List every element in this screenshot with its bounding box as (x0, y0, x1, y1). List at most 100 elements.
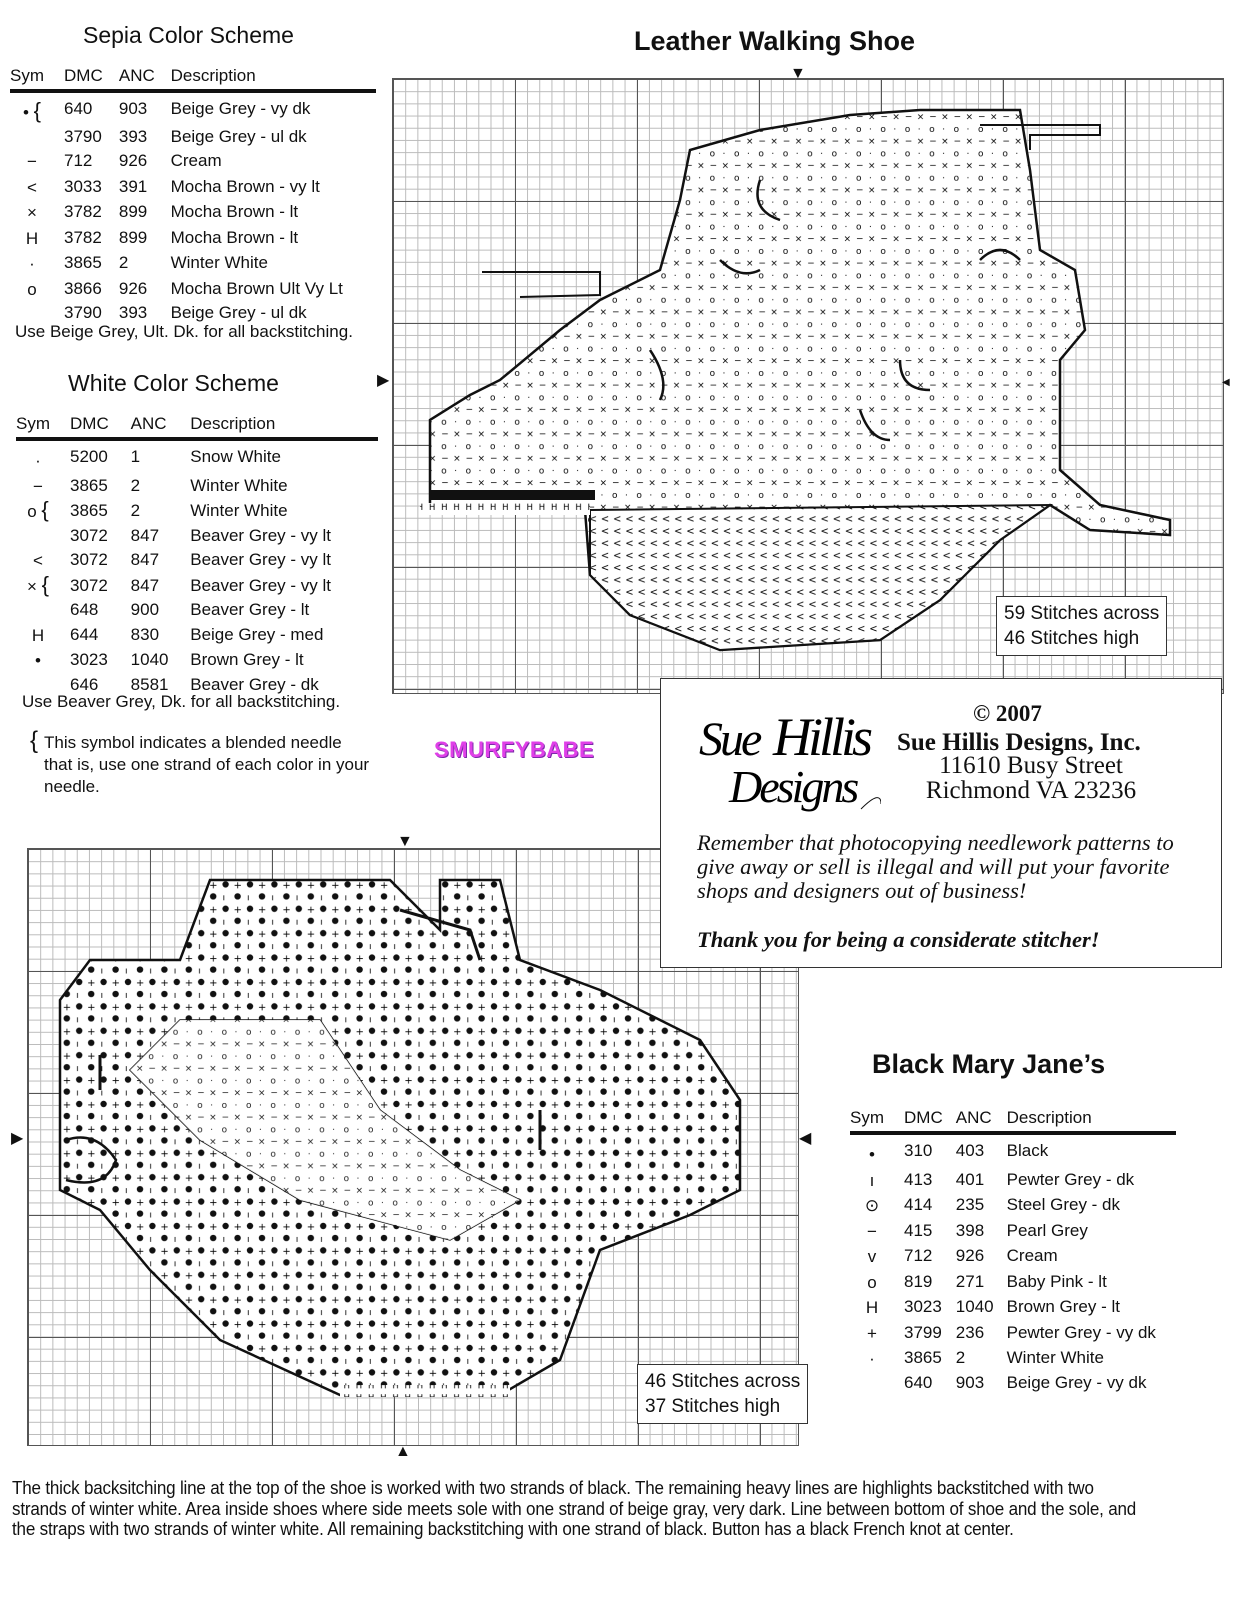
dmc-code: 3790 (64, 126, 102, 146)
symbol: × (27, 203, 37, 222)
stitches-across: 59 Stitches across (1004, 603, 1160, 624)
color-description: Black (1006, 1141, 1049, 1160)
symbol: H (865, 1298, 879, 1317)
color-description: Winter White (1006, 1348, 1104, 1367)
center-arrow-left-icon: ▶ (377, 372, 390, 389)
anc-code: 899 (118, 227, 148, 247)
symbol: o (867, 1272, 877, 1292)
color-description: Pewter Grey - dk (1006, 1169, 1135, 1189)
anc-code: 403 (955, 1141, 985, 1160)
copyright: © 2007 (973, 701, 1042, 726)
anc-code: 2 (118, 253, 129, 272)
key-symbol: • (850, 1133, 904, 1167)
key-header: Description (1006, 1108, 1176, 1135)
anc-code: 926 (955, 1246, 985, 1265)
symbol: · (869, 1349, 875, 1368)
key-header: Sym (16, 414, 70, 441)
color-description: Cream (1006, 1246, 1058, 1265)
brace-symbol: { (33, 98, 42, 123)
color-description: Mocha Brown - lt (170, 227, 299, 247)
city: Richmond VA 23236 (925, 777, 1137, 804)
anc-code: 236 (955, 1322, 985, 1342)
white-backstitch-note: Use Beaver Grey, Dk. for all backstitchi… (22, 692, 341, 711)
blend-note-text: This symbol indicates a blended needle t… (44, 733, 370, 796)
dmc-code: 3033 (64, 176, 102, 196)
key-header: DMC (70, 414, 131, 441)
thanks-message: Thank you for being a considerate stitch… (697, 927, 1100, 952)
anc-code: 903 (118, 99, 148, 118)
key-symbol: × { (16, 571, 70, 599)
anc-code: 235 (955, 1195, 985, 1214)
svg-text:Sue: Sue (699, 713, 762, 766)
key-symbol: H (10, 225, 64, 251)
symbol: × (26, 576, 37, 596)
anc-code: 2 (955, 1348, 966, 1367)
symbol: o (27, 502, 37, 521)
sepia-key-title: Sepia Color Scheme (83, 22, 294, 48)
center-arrow-top-icon: ▼ (397, 833, 413, 850)
anc-code: 398 (955, 1220, 985, 1240)
anc-code: 393 (118, 303, 148, 322)
symbol: v (867, 1247, 877, 1266)
key-symbol: · (10, 250, 64, 276)
dmc-code: 3072 (70, 525, 108, 545)
white-key-title: White Color Scheme (68, 370, 279, 396)
color-description: Winter White (190, 475, 288, 495)
symbol: < (27, 177, 37, 197)
anc-code: 926 (118, 278, 148, 298)
dmc-code: 414 (904, 1195, 933, 1214)
dmc-code: 3023 (70, 650, 108, 669)
anc-code: 926 (118, 151, 148, 170)
dmc-code: 5200 (70, 447, 108, 466)
color-description: Pearl Grey (1006, 1220, 1088, 1240)
dmc-code: 644 (70, 624, 99, 644)
stitches-across: 46 Stitches across (645, 1371, 801, 1392)
mary-jane-shoe-design (58, 878, 742, 1397)
dmc-code: 648 (70, 600, 99, 619)
anc-code: 1 (130, 447, 141, 466)
anc-code: 401 (955, 1169, 985, 1189)
key-header: ANC (955, 1108, 1007, 1135)
mary-jane-title: Black Mary Jane’s (872, 1049, 1106, 1079)
leather-stitch-count: 59 Stitches across 46 Stitches high (996, 596, 1168, 656)
svg-text:Designs: Designs (728, 761, 858, 812)
key-symbol: H (850, 1294, 904, 1320)
color-description: Beaver Grey - vy lt (190, 575, 331, 595)
symbol: • (869, 1145, 875, 1164)
key-symbol: ⊙ (850, 1192, 904, 1218)
color-description: Brown Grey - lt (1006, 1297, 1120, 1316)
color-description: Mocha Brown - lt (170, 202, 299, 221)
symbol: • (22, 103, 29, 122)
key-symbol (850, 1371, 904, 1395)
key-symbol: • (16, 647, 70, 673)
anc-code: 393 (118, 126, 148, 146)
brace-symbol: { (41, 571, 50, 597)
key-symbol: v (850, 1243, 904, 1269)
anc-code: 900 (130, 600, 160, 619)
dmc-code: 640 (904, 1372, 933, 1392)
anc-code: 8581 (130, 674, 169, 694)
watermark: SMURFYBABE (434, 737, 595, 762)
dmc-code: 3865 (904, 1348, 942, 1367)
